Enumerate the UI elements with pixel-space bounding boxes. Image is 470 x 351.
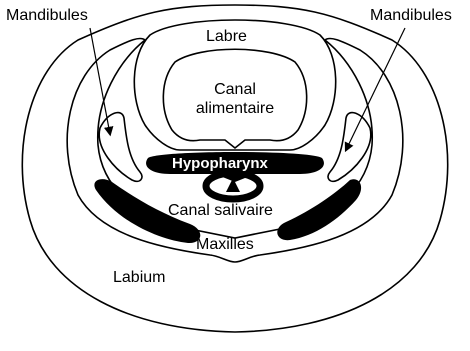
label-maxilles: Maxilles <box>196 237 254 253</box>
label-hypopharynx: Hypopharynx <box>172 156 268 171</box>
maxille-right-shape <box>277 179 361 240</box>
label-labium: Labium <box>113 270 165 286</box>
label-mandibules-right: Mandibules <box>370 8 452 24</box>
mandibule-left-shape <box>99 113 142 182</box>
label-labre: Labre <box>206 29 247 45</box>
canal-alimentaire-outline <box>163 49 306 148</box>
label-canal-alimentaire-line2: alimentaire <box>180 101 290 117</box>
mandibule-right-shape <box>328 113 371 182</box>
label-canal-alimentaire-line1: Canal <box>185 82 285 98</box>
label-canal-salivaire: Canal salivaire <box>168 203 273 219</box>
mandibule-right-pointer <box>346 28 405 150</box>
label-mandibules-left: Mandibules <box>6 8 88 24</box>
